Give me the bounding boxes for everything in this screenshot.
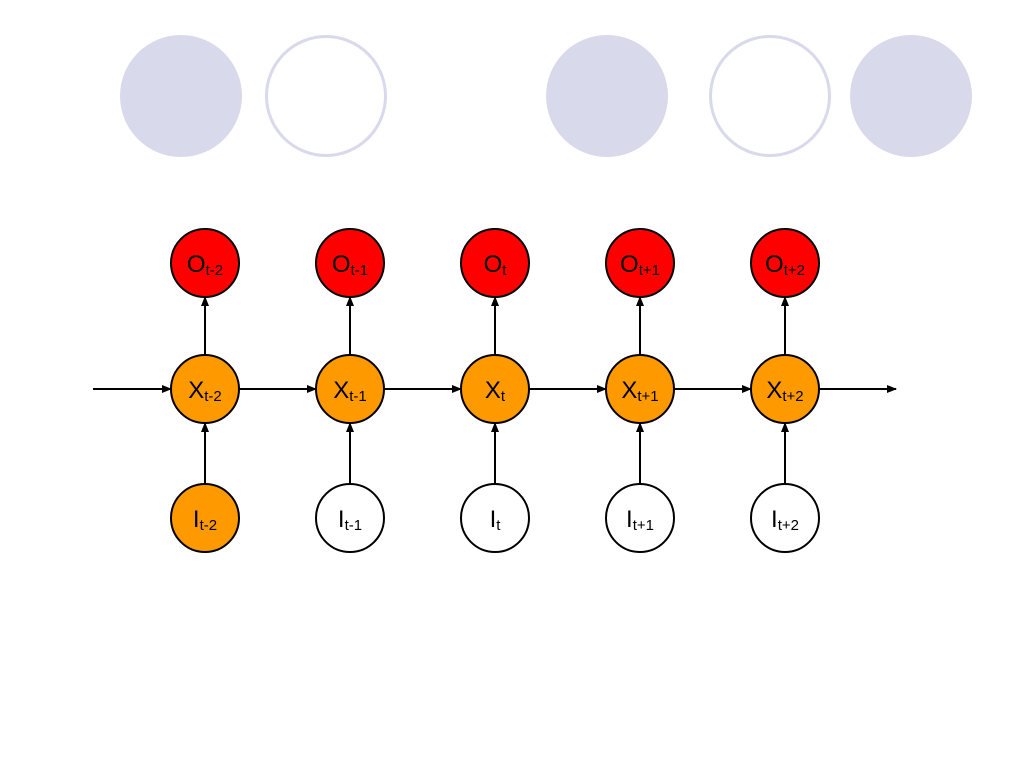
output-node-letter: O: [765, 251, 784, 278]
output-node-circle: [605, 228, 675, 298]
hidden-node-letter: X: [333, 377, 349, 404]
hidden-node-label: Xt-2: [188, 377, 222, 405]
hidden-node-label: Xt+2: [766, 377, 803, 405]
hidden-node: Xt-2: [170, 354, 240, 424]
hidden-node: Xt+1: [605, 354, 675, 424]
input-node: It: [460, 483, 530, 553]
decorative-circle-outline: [265, 35, 387, 157]
input-node-circle: [750, 483, 820, 553]
input-node-letter: I: [626, 506, 633, 533]
output-node-circle: [460, 228, 530, 298]
hidden-node-letter: X: [188, 377, 204, 404]
hidden-node: Xt: [460, 354, 530, 424]
input-node: It+1: [605, 483, 675, 553]
hidden-node: Xt-1: [315, 354, 385, 424]
input-node-label: It-1: [338, 506, 362, 534]
input-node-letter: I: [193, 506, 200, 533]
hidden-node-subscript: t+1: [637, 388, 658, 405]
input-node-subscript: t-1: [345, 517, 363, 534]
hidden-node: Xt+2: [750, 354, 820, 424]
output-node-circle: [170, 228, 240, 298]
hidden-node-subscript: t-1: [349, 388, 367, 405]
output-node-subscript: t: [502, 262, 507, 279]
input-node-subscript: t+2: [778, 517, 799, 534]
output-node-letter: O: [187, 251, 206, 278]
input-node-subscript: t-2: [200, 517, 218, 534]
output-node: Ot+2: [750, 228, 820, 298]
output-node-letter: O: [620, 251, 639, 278]
decorative-circle-filled: [546, 35, 668, 157]
hidden-node-circle: [460, 354, 530, 424]
input-node-subscript: t: [496, 517, 501, 534]
hidden-node-circle: [315, 354, 385, 424]
output-node-letter: O: [484, 251, 503, 278]
nodes: Ot-2Xt-2It-2Ot-1Xt-1It-1OtXtItOt+1Xt+1It…: [170, 228, 820, 553]
decorative-circles: [120, 35, 972, 157]
decorative-circle-outline: [709, 35, 831, 157]
output-node-circle: [315, 228, 385, 298]
input-node-label: It-2: [193, 506, 217, 534]
output-node: Ot: [460, 228, 530, 298]
input-node: It+2: [750, 483, 820, 553]
output-node: Ot-1: [315, 228, 385, 298]
input-node-circle: [170, 483, 240, 553]
hidden-node-label: Xt-1: [333, 377, 367, 405]
edges: [93, 296, 897, 484]
hidden-node-subscript: t-2: [204, 388, 222, 405]
hidden-node-subscript: t+2: [782, 388, 803, 405]
output-node: Ot+1: [605, 228, 675, 298]
hidden-node-circle: [170, 354, 240, 424]
input-node-label: It: [490, 506, 502, 534]
input-node-circle: [460, 483, 530, 553]
output-node: Ot-2: [170, 228, 240, 298]
input-node-label: It+1: [626, 506, 654, 534]
decorative-circle-filled: [120, 35, 242, 157]
input-node: It-2: [170, 483, 240, 553]
hidden-node-label: Xt+1: [621, 377, 658, 405]
hidden-node-letter: X: [766, 377, 782, 404]
input-node-label: It+2: [771, 506, 799, 534]
output-node-label: Ot-2: [187, 251, 223, 279]
output-node-letter: O: [332, 251, 351, 278]
input-node-letter: I: [490, 506, 497, 533]
input-node-subscript: t+1: [633, 517, 654, 534]
output-node-subscript: t-2: [206, 262, 224, 279]
input-node-letter: I: [771, 506, 778, 533]
hidden-node-circle: [605, 354, 675, 424]
output-node-subscript: t-1: [351, 262, 369, 279]
input-node: It-1: [315, 483, 385, 553]
output-node-circle: [750, 228, 820, 298]
input-node-circle: [605, 483, 675, 553]
output-node-subscript: t+1: [639, 262, 660, 279]
output-node-label: Ot+1: [620, 251, 660, 279]
output-node-label: Ot+2: [765, 251, 805, 279]
hidden-node-letter: X: [621, 377, 637, 404]
hidden-node-circle: [750, 354, 820, 424]
hidden-node-label: Xt: [485, 377, 506, 405]
decorative-circle-filled: [850, 35, 972, 157]
hidden-node-letter: X: [485, 377, 501, 404]
input-node-letter: I: [338, 506, 345, 533]
output-node-label: Ot: [484, 251, 508, 279]
output-node-subscript: t+2: [784, 262, 805, 279]
hidden-node-subscript: t: [501, 388, 506, 405]
output-node-label: Ot-1: [332, 251, 368, 279]
input-node-circle: [315, 483, 385, 553]
